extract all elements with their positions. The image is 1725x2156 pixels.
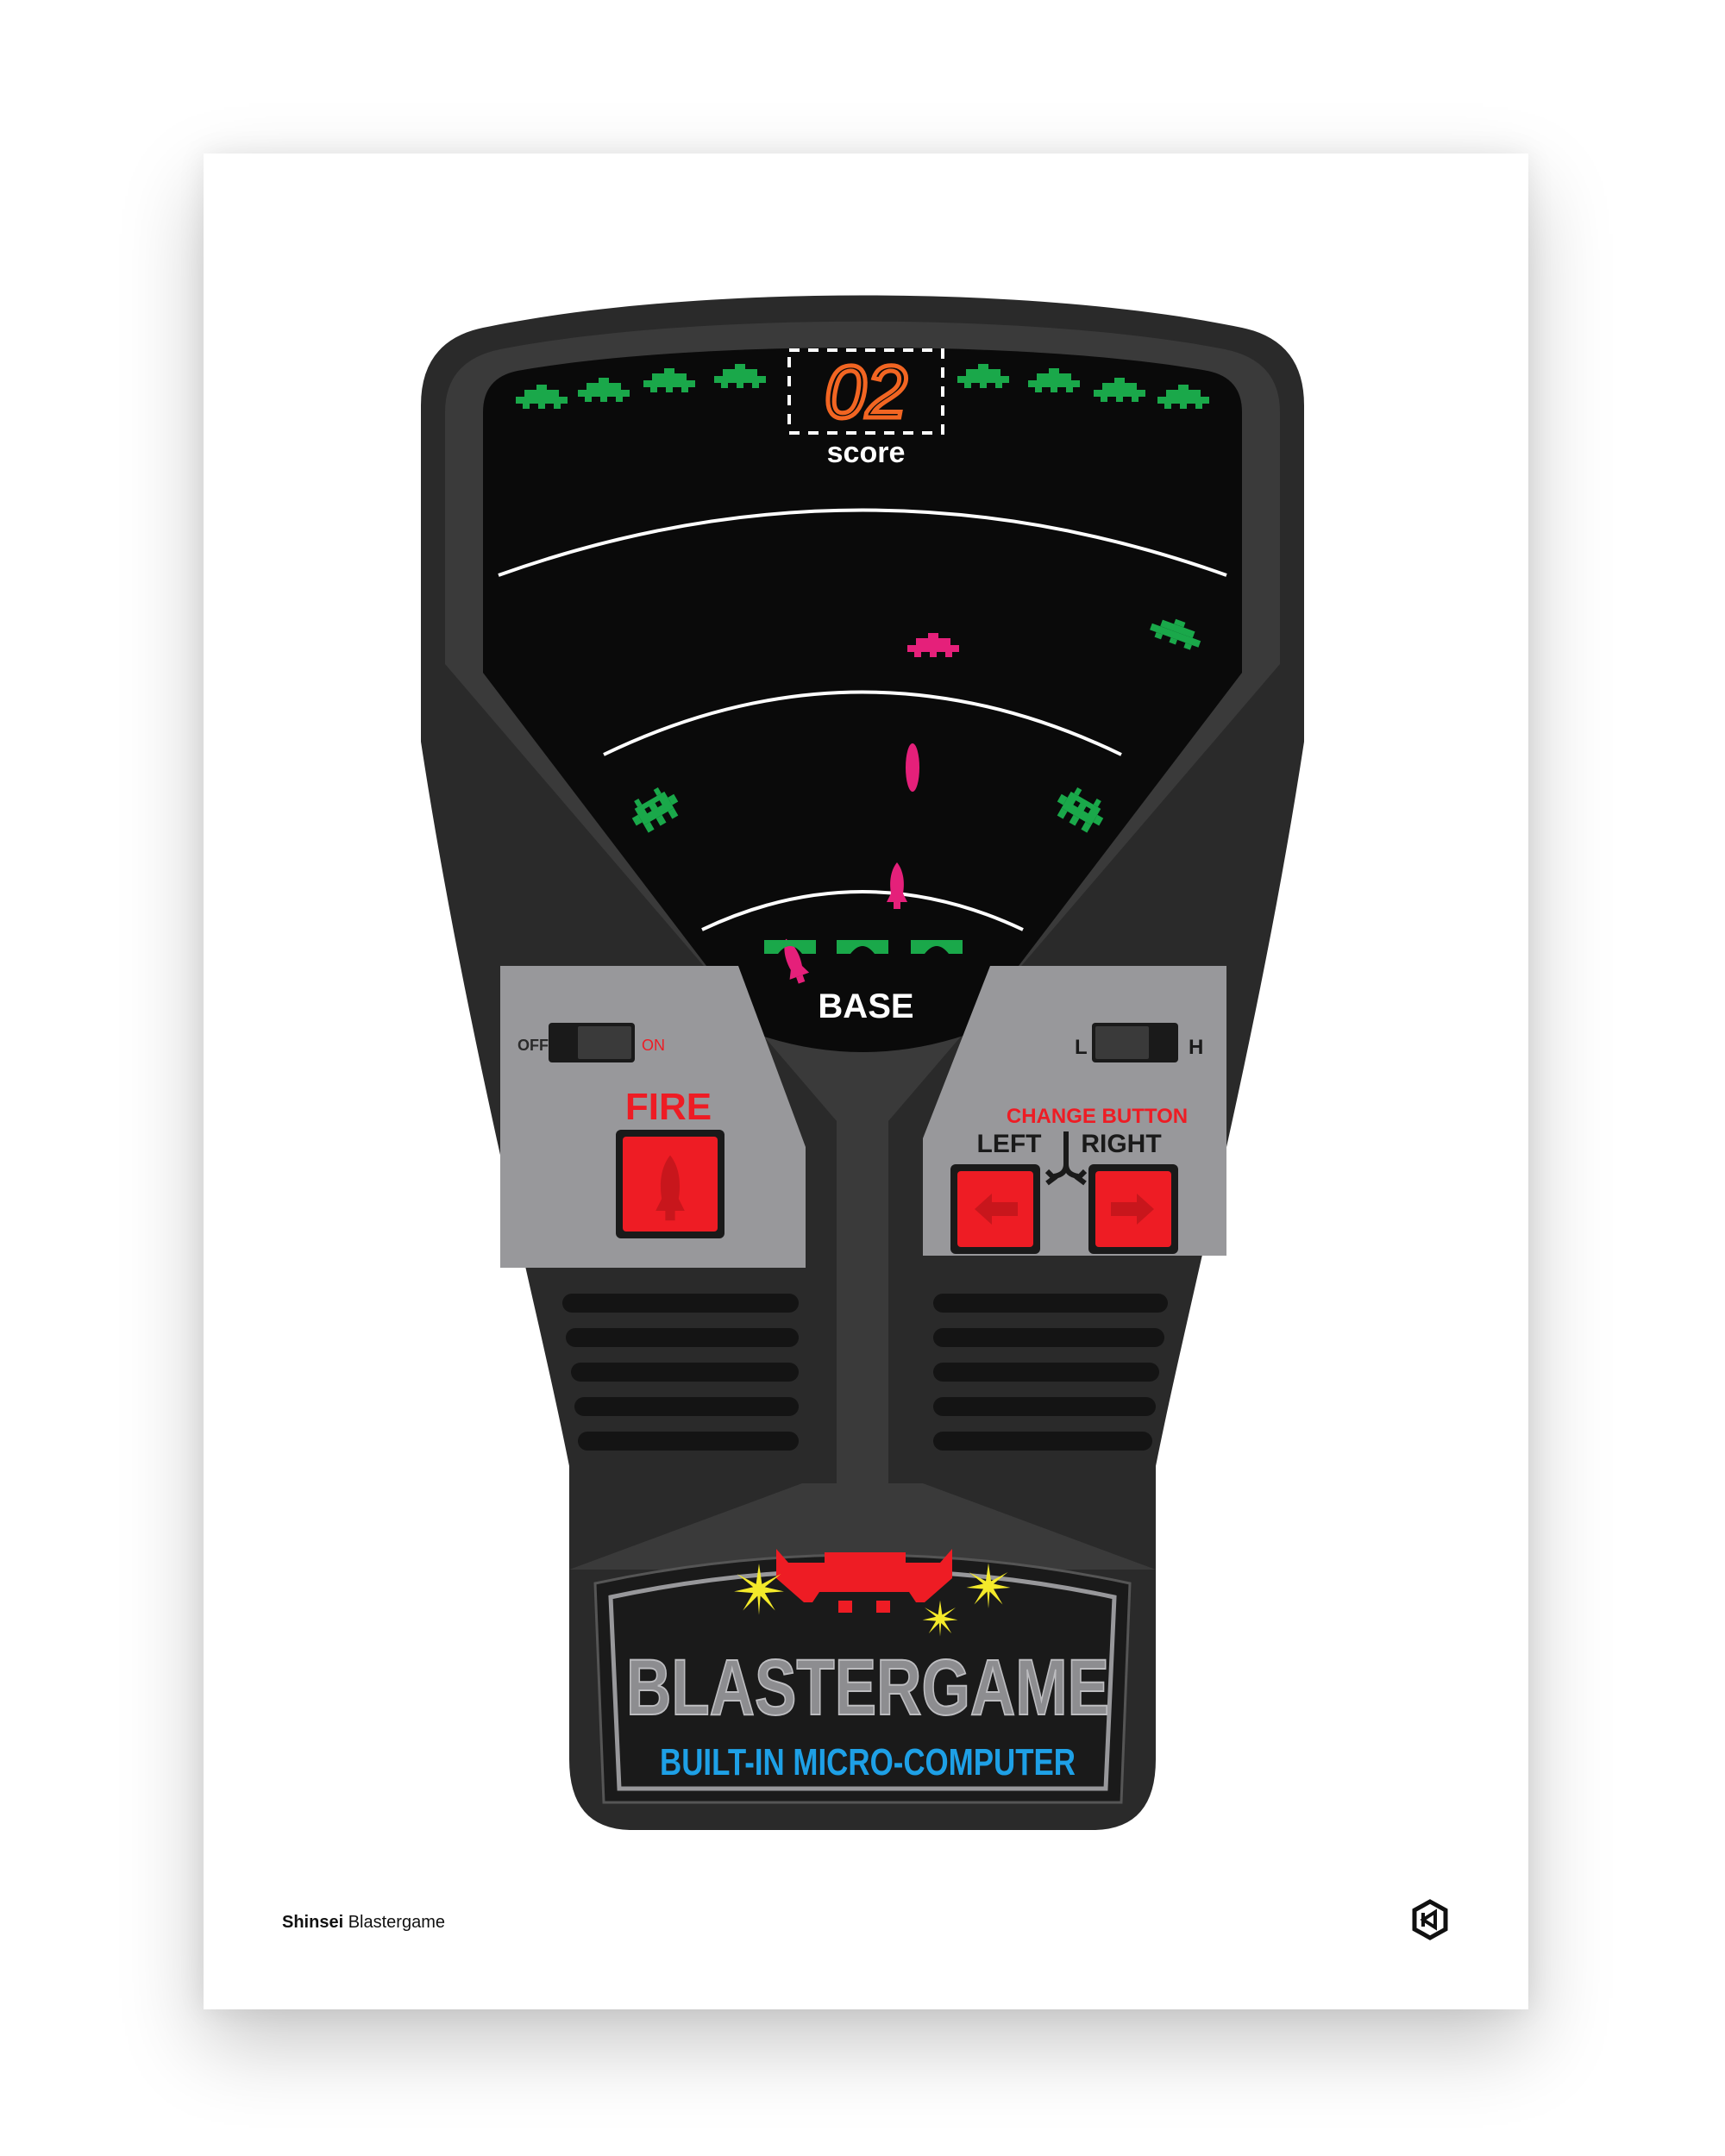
score-label: score xyxy=(827,436,906,469)
fire-label: FIRE xyxy=(625,1086,712,1128)
caption-brand: Shinsei xyxy=(282,1913,344,1932)
game-screen xyxy=(483,348,1242,1052)
right-button[interactable] xyxy=(1088,1164,1178,1254)
base-label: BASE xyxy=(818,987,913,1025)
logo-invader xyxy=(776,1549,952,1613)
change-button-label: CHANGE BUTTON xyxy=(1007,1105,1188,1128)
speaker-grille-right xyxy=(933,1294,1168,1451)
brand-title: BLASTERGAME xyxy=(626,1644,1109,1732)
level-high-label: H xyxy=(1189,1036,1203,1059)
arrow-left-icon xyxy=(975,1194,1018,1225)
fire-button[interactable] xyxy=(616,1130,724,1238)
left-label: LEFT xyxy=(977,1130,1042,1158)
power-on-label: ON xyxy=(642,1037,665,1054)
score-display: 02 score xyxy=(787,348,944,469)
hexagon-logo-icon xyxy=(1412,1899,1448,1940)
caption-model: Blastergame xyxy=(348,1913,445,1932)
right-label: RIGHT xyxy=(1081,1130,1161,1158)
split-arrow-icon xyxy=(1044,1131,1088,1186)
power-switch[interactable] xyxy=(549,1023,635,1062)
arrow-right-icon xyxy=(1111,1194,1154,1225)
brand-subtitle: BUILT-IN MICRO-COMPUTER xyxy=(660,1741,1076,1783)
speaker-grille-left xyxy=(562,1294,799,1451)
caption: Shinsei Blastergame xyxy=(282,1913,445,1933)
score-value: 02 xyxy=(825,351,907,434)
power-off-label: OFF xyxy=(518,1037,549,1054)
base-bunkers xyxy=(764,940,963,954)
missile xyxy=(906,743,919,792)
left-button[interactable] xyxy=(950,1164,1040,1254)
level-switch[interactable] xyxy=(1092,1023,1178,1062)
level-low-label: L xyxy=(1075,1036,1088,1059)
